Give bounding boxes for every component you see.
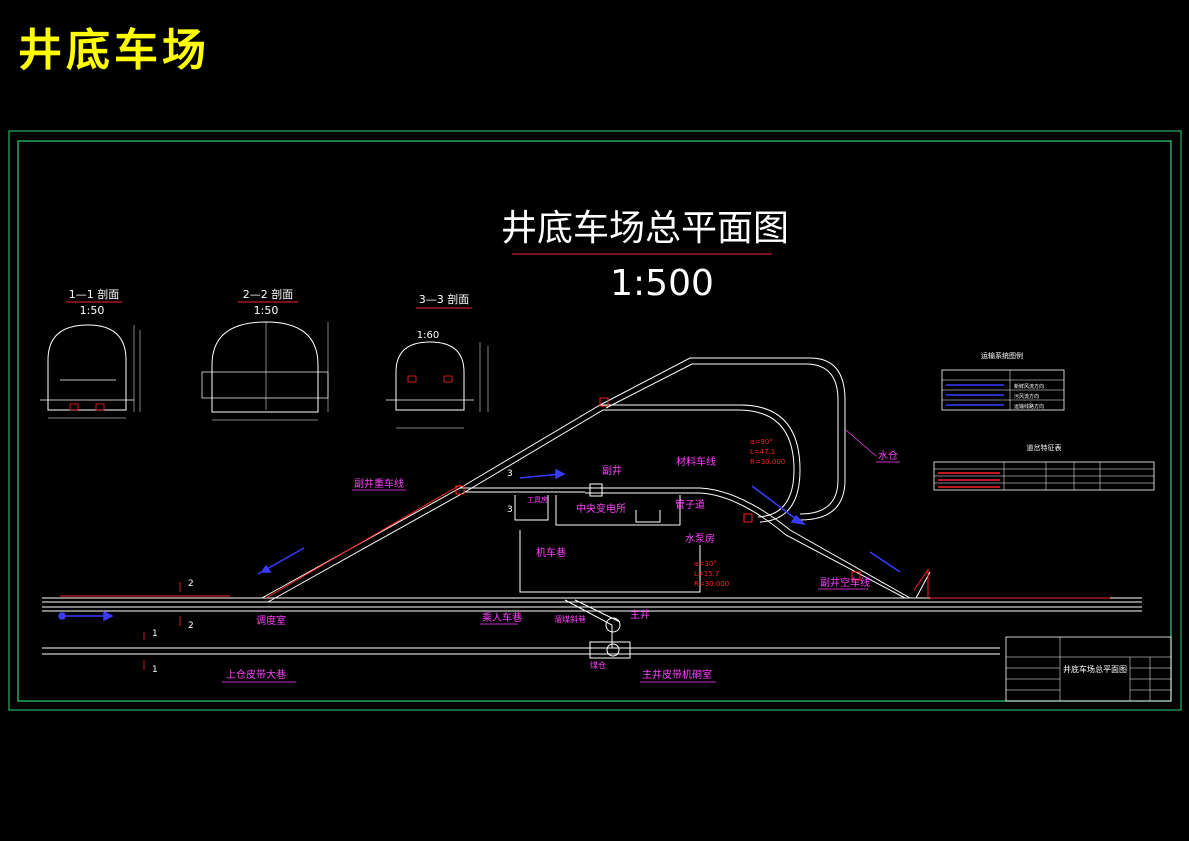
label-underlines [222, 429, 900, 683]
main-shaft-label: 主井 [630, 608, 650, 621]
svg-text:α=90°: α=90° [750, 438, 773, 446]
locomotive-lane-label: 机车巷 [536, 546, 566, 559]
drawing-scale: 1:500 [610, 263, 714, 304]
section-title: 1—1 剖面 [69, 287, 120, 301]
section-markers: 1 1 2 2 3 3 [143, 469, 513, 675]
outer-frame [8, 130, 1182, 711]
plan-labels: 副井重车线 副井 材料车线 工具房 中央变电所 管子道 水泵房 水仓 机车巷 副… [226, 449, 898, 681]
section-scale: 1:60 [417, 330, 439, 341]
svg-text:1: 1 [152, 665, 158, 675]
inclined-lane-label: 溜煤斜巷 [554, 614, 586, 624]
main-tracks [42, 597, 1142, 655]
section-1-1: 1—1 剖面 1:50 [40, 287, 141, 419]
svg-text:1: 1 [152, 629, 158, 639]
section-scale: 1:50 [80, 304, 105, 317]
blue-arrows [58, 468, 901, 622]
section-title: 2—2 剖面 [243, 287, 294, 301]
structures [514, 483, 701, 659]
turnout-table: 道岔特征表 [933, 443, 1155, 491]
aux-shaft-heavy-label: 副井重车线 [354, 477, 404, 490]
section-3-3: 3—3 剖面 1:60 [386, 292, 489, 429]
page-title: 井底车场 [18, 25, 210, 76]
aux-shaft-empty-label: 副井空车线 [820, 576, 870, 589]
aux-shaft-label: 副井 [602, 464, 622, 477]
man-car-lane-label: 乘人车巷 [482, 611, 522, 624]
section-2-2: 2—2 剖面 1:50 [201, 287, 329, 421]
red-markers [60, 397, 1110, 599]
section-scale: 1:50 [254, 304, 279, 317]
central-substation-label: 中央变电所 [576, 502, 626, 515]
svg-text:2: 2 [188, 621, 194, 631]
curve-params-lower: α=30° L=15.7 R=30.000 [694, 560, 729, 588]
pipe-shaft-label: 管子道 [675, 498, 705, 511]
curve-params-upper: α=90° L=47.1 R=30.000 [750, 438, 785, 466]
svg-text:2: 2 [188, 579, 194, 589]
tool-room-label: 工具房 [527, 495, 548, 504]
svg-text:3: 3 [507, 505, 513, 515]
drawing-title: 井底车场总平面图 [501, 208, 789, 249]
legend-title: 运输系统图例 [981, 351, 1023, 360]
transport-legend: 运输系统图例 新鲜风流方向 污风流方向 运输线路方向 [941, 351, 1065, 411]
svg-text:R=30.000: R=30.000 [694, 580, 729, 588]
title-block: 井底车场总平面图 [1005, 636, 1172, 702]
material-line-label: 材料车线 [676, 455, 716, 468]
sump-label: 水仓 [878, 449, 898, 462]
svg-text:L=47.1: L=47.1 [750, 448, 775, 456]
dispatch-room-label: 调度室 [256, 614, 286, 627]
turnout-table-title: 道岔特征表 [1027, 443, 1062, 452]
svg-text:新鲜风流方向: 新鲜风流方向 [1014, 383, 1044, 390]
belt-lane-label: 上仓皮带大巷 [226, 668, 286, 681]
svg-text:α=30°: α=30° [694, 560, 717, 568]
title-block-drawing-name: 井底车场总平面图 [1063, 664, 1127, 674]
belt-room-label: 主井皮带机硐室 [642, 668, 712, 681]
heavy-track [261, 357, 931, 603]
svg-text:污风流方向: 污风流方向 [1014, 393, 1039, 400]
coal-bin-label: 煤仓 [590, 660, 606, 670]
svg-text:运输线路方向: 运输线路方向 [1014, 403, 1044, 410]
inner-frame [17, 140, 1172, 702]
svg-text:R=30.000: R=30.000 [750, 458, 785, 466]
svg-text:3: 3 [507, 469, 513, 479]
pump-room-label: 水泵房 [685, 532, 715, 545]
svg-text:L=15.7: L=15.7 [694, 570, 719, 578]
section-title: 3—3 剖面 [419, 292, 470, 306]
